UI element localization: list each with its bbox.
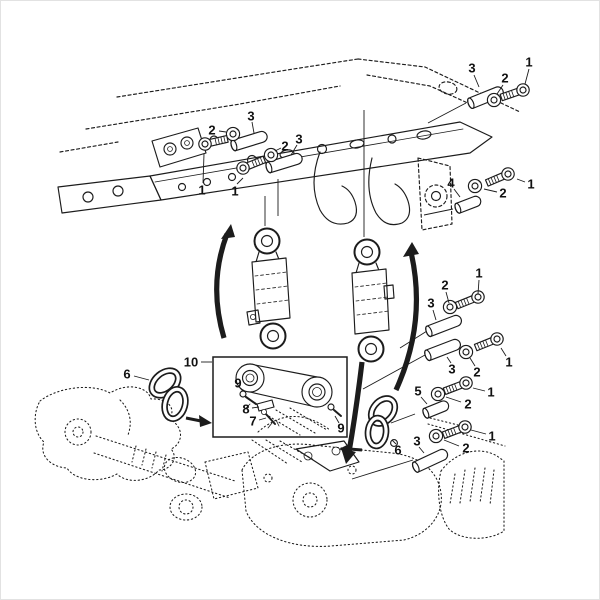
rotation-arrow-left-icon (214, 224, 235, 339)
grease-fitting-right (327, 403, 335, 411)
callout-label-4-9: 4 (447, 176, 455, 191)
bolt-part-1 (453, 288, 487, 312)
callout-label-2-23: 2 (462, 441, 469, 456)
callout-label-3-14: 3 (427, 296, 434, 311)
bolt-part-1 (441, 374, 475, 398)
detail-inset-box (212, 356, 348, 438)
callout-label-1-8: 1 (525, 55, 532, 70)
callout-label-2-3: 2 (281, 139, 288, 154)
callout-label-3-4: 3 (295, 132, 302, 147)
callout-leader-lines (133, 68, 530, 454)
callout-label-1-11: 1 (527, 177, 534, 192)
leader-line (469, 357, 476, 367)
leader-line (218, 130, 227, 133)
callout-label-5-18: 5 (414, 384, 421, 399)
chain-link-right (364, 395, 399, 450)
inset-pointer-arrow-left-icon (339, 443, 363, 455)
leader-line (251, 406, 260, 409)
pin-part-3 (423, 313, 464, 338)
leader-line (470, 429, 487, 435)
callout-label-2-20: 2 (464, 397, 471, 412)
leader-line (445, 291, 450, 304)
leader-line (453, 188, 461, 198)
callout-label-2-13: 2 (441, 278, 448, 293)
shock-damper-right (351, 238, 395, 363)
washer-part-2 (458, 344, 474, 360)
callout-label-1-5: 1 (231, 184, 238, 199)
leader-line (477, 279, 480, 295)
leader-line (251, 121, 255, 134)
washer-part-2 (442, 299, 458, 315)
callout-label-1-22: 1 (488, 429, 495, 444)
washer-part-2 (486, 92, 502, 108)
leader-line (258, 417, 267, 421)
upper-hitch-frame (57, 58, 521, 231)
leader-line (391, 439, 397, 445)
callout-label-3-15: 3 (448, 362, 455, 377)
callout-label-3-6: 3 (468, 61, 475, 76)
callout-label-3-21: 3 (413, 434, 420, 449)
rotation-arrow-right-icon (393, 242, 420, 392)
spacer-part-8 (256, 399, 275, 412)
fastener-set-right-row2 (422, 330, 506, 362)
callout-label-7-28: 7 (249, 414, 256, 429)
pin-part-4 (453, 194, 483, 215)
leader-line (290, 144, 298, 156)
callout-label-6-25: 6 (394, 443, 401, 458)
callout-label-9-30: 9 (337, 421, 344, 436)
callout-label-10-26: 10 (184, 355, 198, 370)
leader-line (473, 74, 480, 88)
callout-label-1-19: 1 (487, 385, 494, 400)
washer-part-2 (225, 126, 241, 142)
leader-line (472, 387, 486, 392)
callout-label-2-7: 2 (501, 71, 508, 86)
leader-line (524, 68, 530, 85)
leader-line (334, 415, 340, 424)
leader-line (516, 178, 526, 183)
leader-line (202, 153, 205, 184)
leader-line (418, 446, 425, 454)
bolt-part-1 (234, 153, 268, 177)
callout-label-2-16: 2 (473, 365, 480, 380)
washer-part-2 (430, 386, 446, 402)
callout-label-8-27: 8 (242, 402, 249, 417)
washer-part-2 (428, 428, 444, 444)
leader-line (443, 439, 460, 447)
leader-line (239, 387, 244, 392)
pin-part-7 (260, 408, 280, 429)
leader-line (446, 356, 452, 364)
callout-label-2-10: 2 (499, 186, 506, 201)
leader-line (483, 188, 498, 193)
callout-label-6-24: 6 (123, 367, 130, 382)
leader-line (420, 396, 428, 405)
leader-line (445, 396, 462, 403)
washer-part-2 (467, 178, 483, 194)
callout-label-1-2: 1 (198, 183, 205, 198)
inset-pointer-arrow-right-icon (185, 415, 212, 427)
fastener-set-mid-right (453, 165, 517, 215)
callout-label-1-12: 1 (475, 266, 482, 281)
callout-label-3-1: 3 (247, 109, 254, 124)
chain-link-left (148, 367, 189, 423)
leader-line (236, 177, 244, 185)
callout-label-9-29: 9 (234, 376, 241, 391)
bolt-part-1 (472, 330, 506, 354)
leader-line (274, 147, 282, 152)
leader-line (500, 347, 507, 357)
leader-line (496, 84, 504, 95)
rear-axle-assembly (34, 386, 506, 547)
fastener-set-top-right (465, 81, 532, 110)
leader-line (133, 375, 150, 381)
callout-label-1-17: 1 (505, 355, 512, 370)
shock-damper-left (246, 227, 291, 350)
pin-part-3 (422, 337, 463, 362)
callout-label-2-0: 2 (208, 123, 215, 138)
leader-line (432, 309, 437, 321)
